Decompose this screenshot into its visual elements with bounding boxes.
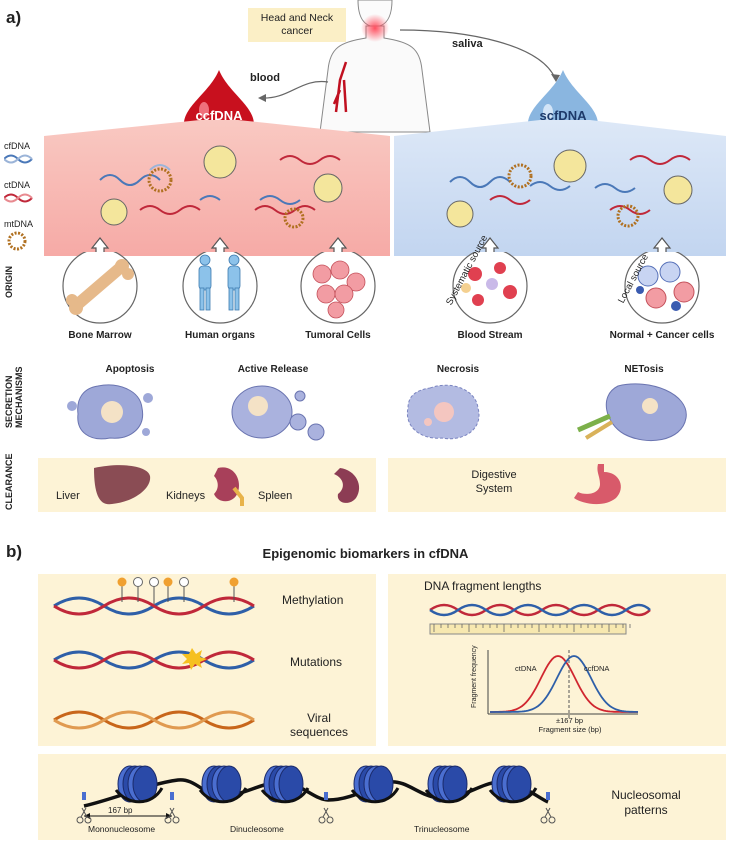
epigenomic-helices [53,577,255,730]
necrosis-cell-icon [406,384,480,440]
tumoral-cells-icon [312,260,366,319]
nucleosome-icons [114,765,538,804]
mutations-label: Mutations [290,655,343,669]
nucleosomal-patterns-label: Nucleosomal patterns [611,788,681,817]
mechanism-label-apoptosis: Apoptosis [105,364,155,375]
mononucleosome-label: Mononucleosome [88,824,156,834]
clearance-left-box [38,458,376,512]
apoptosis-cell-icon [67,384,153,440]
chart-xlabel: Fragment size (bp) [538,725,602,734]
origin-circles [62,252,700,324]
clearance-label-liver: Liver [56,490,80,502]
legend-cfdna: cfDNA [4,141,31,151]
nucleosome-icon [260,765,310,804]
origin-label-tumoral-cells: Tumoral Cells [305,330,371,341]
patient-figure [319,0,431,133]
ruler-ticks [433,624,631,632]
mutations-helix-icon [53,648,255,670]
dinucleosome-label: Dinucleosome [230,824,284,834]
panel-b-label: b) [6,542,23,561]
chart-ylabel: Fragment frequency [471,645,478,708]
ctdna-helix-icon [4,193,33,203]
bp167-label: 167 bp [108,806,133,815]
nucleosome-icon [350,765,400,804]
mtdna-ring-icon [7,231,27,251]
legend-ctdna: ctDNA [4,180,31,190]
fragment-lengths-box [388,574,726,746]
blood-stream-icon [461,262,517,306]
normal-cancer-cells-icon [636,261,695,311]
clearance-label-kidneys: Kidneys [166,490,206,502]
scissors-icon [164,792,180,824]
clearance-label-spleen: Spleen [258,490,293,502]
kidney-icon [214,467,240,502]
methylation-label: Methylation [282,593,344,607]
bone-marrow-icon [66,259,134,315]
spleen-icon [334,468,360,503]
nucleosome-icon [114,765,164,804]
patient-label-box: Head and Neck cancer [248,8,346,42]
origin-label-bone-marrow: Bone Marrow [68,330,132,341]
patient-arrows [258,29,560,102]
mechanism-label-active-release: Active Release [237,364,309,375]
clearance-organs-left [94,465,360,506]
chart-series-ctdna: ctDNA [515,664,537,673]
scissors-icon [318,792,334,824]
ccfdna-label: ccfDNA [195,108,243,123]
human-organs-icon [198,254,241,311]
stomach-icon [574,464,621,505]
nucleosome-strand [76,765,556,824]
cfdna-helix-icon [4,154,33,164]
scfdna-label: scfDNA [539,108,587,123]
ccfdna-curve [490,655,639,713]
mechanism-label-necrosis: Necrosis [436,364,480,375]
panel-b-title: Epigenomic biomarkers in cfDNA [262,546,469,561]
origin-label-normal-cancer: Normal + Cancer cells [609,330,715,341]
fragment-lengths-title: DNA fragment lengths [424,579,542,593]
mechanism-cells [67,383,687,441]
blood-label: blood [250,72,280,84]
active-release-cell-icon [231,385,325,441]
fragment-ruler [429,603,651,635]
legend-mtdna: mtDNA [4,219,33,229]
clearance-right-box [388,458,726,512]
origin-label-blood-stream: Blood Stream [457,330,523,341]
nucleosome-icon [198,765,248,804]
saliva-label: saliva [452,38,483,50]
methylation-helix-icon [53,577,255,616]
scissors-icon [540,792,556,824]
scissors-icons [76,792,556,824]
panel-a-label: a) [6,8,22,27]
netosis-cell-icon [576,383,687,441]
fragment-size-chart [487,650,639,718]
scissors-icon [76,792,92,824]
ctdna-curve [490,655,638,713]
liver-icon [94,465,151,505]
mechanism-label-netosis: NETosis [624,364,664,375]
chart-series-ccfdna: ccfDNA [584,664,610,673]
origin-label-human-organs: Human organs [184,330,255,341]
chart-marker-label: ±167 bp [556,716,584,725]
row-label-clearance: CLEARANCE [4,453,14,510]
viral-label: Viral sequences [289,711,349,739]
clearance-label-digestive: Digestive System [471,469,517,495]
viral-helix-icon [53,710,255,730]
trinucleosome-label: Trinucleosome [414,824,470,834]
ccfdna-fragments [99,145,343,229]
nucleosome-icon [488,765,538,804]
nucleosome-icon [424,765,474,804]
scfdna-fragments [446,149,693,228]
